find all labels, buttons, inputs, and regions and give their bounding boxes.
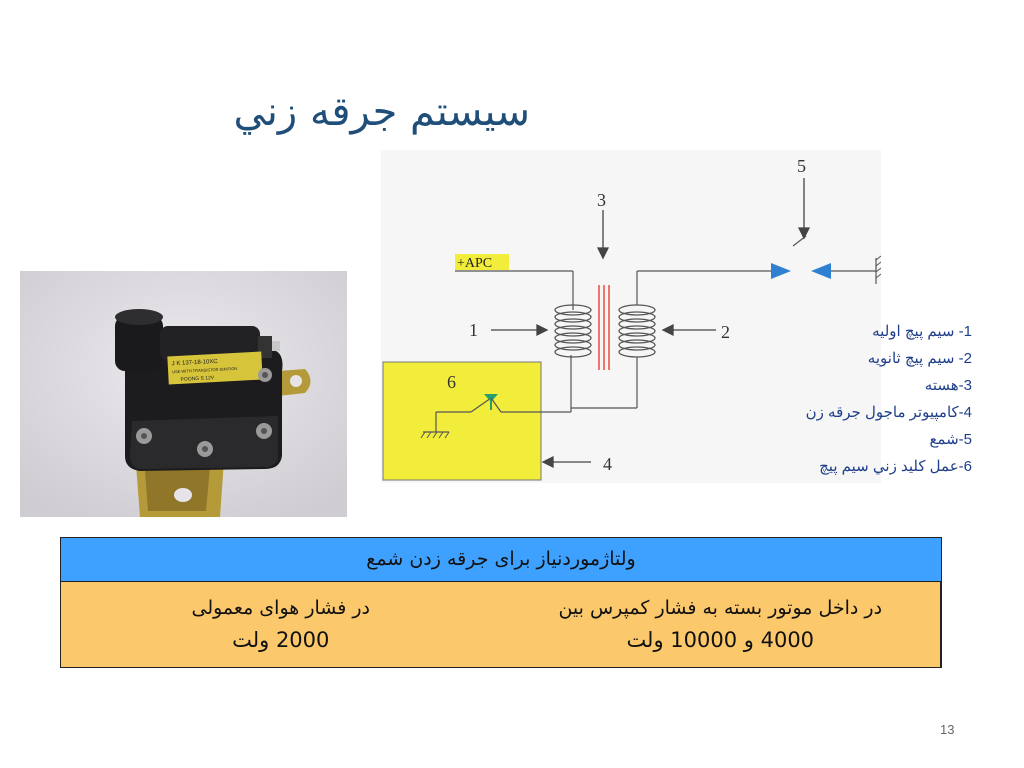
coil-label-line-2: USE WITH TRANSISTOR IGNITION: [172, 366, 237, 374]
table-cell-normal-pressure: در فشار هوای معمولی 2000 ولت: [61, 582, 501, 667]
legend-item: 1- سيم پيچ اوليه: [872, 323, 972, 340]
callout-1: 1: [469, 320, 478, 340]
slide-title: سيستم جرقه زني: [233, 89, 530, 135]
callout-5: 5: [797, 156, 806, 176]
table-header: ولتاژموردنیاز برای جرقه زدن شمع: [61, 538, 941, 582]
callout-2: 2: [721, 322, 730, 342]
spark-plug-right-icon: [811, 263, 831, 279]
legend-item: 2- سيم پيچ ثانويه: [867, 350, 972, 367]
voltage-table: ولتاژموردنیاز برای جرقه زدن شمع در فشار …: [60, 537, 942, 668]
apc-label: +APC: [457, 256, 492, 271]
cell-text: در فشار هوای معمولی: [191, 597, 370, 619]
primary-coil: [554, 304, 592, 358]
coil-label-line-3: POONG S 12V: [180, 375, 215, 383]
table-cell-compression: در داخل موتور بسته به فشار کمپرس بین 400…: [501, 582, 941, 667]
legend-item: 4-کامپيوتر ماجول جرقه زن: [805, 404, 972, 421]
callout-4: 4: [603, 454, 612, 474]
legend-item: 5-شمع: [929, 431, 972, 448]
page-number: 13: [940, 722, 955, 737]
spark-plug-left-icon: [771, 263, 791, 279]
computer-module-box: [382, 361, 542, 481]
cell-text: در داخل موتور بسته به فشار کمپرس بین: [558, 597, 883, 619]
legend-item: 6-عمل کليد زني سيم پيچ: [819, 458, 972, 475]
cell-value: 4000 و 10000 ولت: [626, 628, 815, 652]
callout-3: 3: [597, 190, 606, 210]
legend-list: 1- سيم پيچ اوليه 2- سيم پيچ ثانويه 3-هست…: [740, 318, 972, 480]
table-row: در فشار هوای معمولی 2000 ولت در داخل موت…: [61, 582, 941, 667]
callout-6: 6: [447, 372, 456, 392]
coil-label-line-1: J K 137-18-10XC: [172, 359, 219, 367]
ignition-circuit-diagram: +APC: [381, 150, 882, 483]
iron-core: [598, 285, 610, 370]
ignition-coil-photo: J K 137-18-10XC USE WITH TRANSISTOR IGNI…: [20, 271, 347, 517]
cell-value: 2000 ولت: [232, 628, 330, 652]
legend-item: 3-هسته: [924, 377, 972, 394]
